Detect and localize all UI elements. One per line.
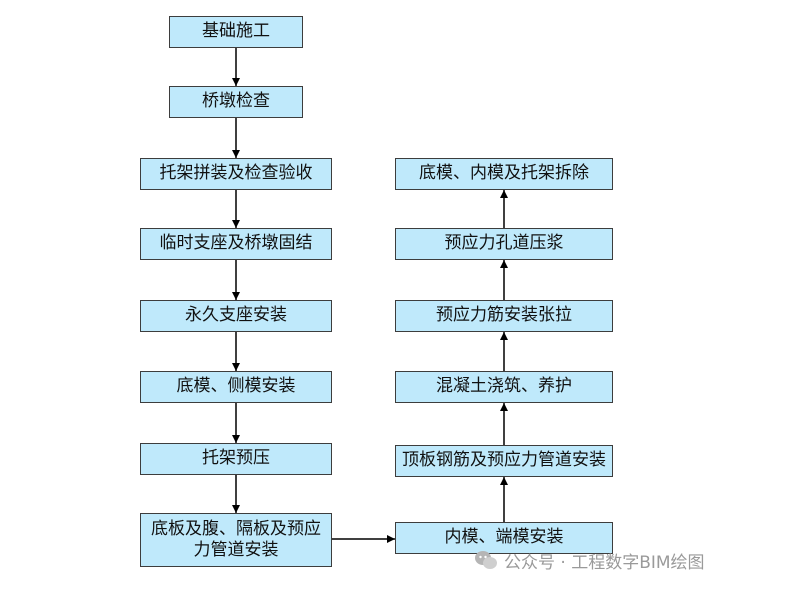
step-temp-support: 临时支座及桥墩固结 <box>140 228 332 260</box>
step-inner-end-form: 内模、端模安装 <box>395 522 613 554</box>
watermark-text: 公众号 · 工程数字BIM绘图 <box>504 552 705 573</box>
wechat-icon <box>475 551 497 569</box>
step-form-removal: 底模、内模及托架拆除 <box>395 158 613 190</box>
step-concrete-pour: 混凝土浇筑、养护 <box>395 371 613 403</box>
step-bottom-side-form: 底模、侧模安装 <box>140 371 332 403</box>
step-prestress-tension: 预应力筋安装张拉 <box>395 300 613 332</box>
step-slab-rebar: 底板及腹、隔板及预应 力管道安装 <box>140 513 332 567</box>
step-pier-inspection: 桥墩检查 <box>169 86 303 118</box>
step-bracket-assembly: 托架拼装及检查验收 <box>140 158 332 190</box>
step-foundation: 基础施工 <box>169 16 303 48</box>
step-duct-grouting: 预应力孔道压浆 <box>395 228 613 260</box>
step-top-slab-rebar: 顶板钢筋及预应力管道安装 <box>395 445 613 477</box>
step-perm-support: 永久支座安装 <box>140 300 332 332</box>
step-bracket-preload: 托架预压 <box>140 443 332 475</box>
watermark: 公众号 · 工程数字BIM绘图 <box>474 547 705 573</box>
